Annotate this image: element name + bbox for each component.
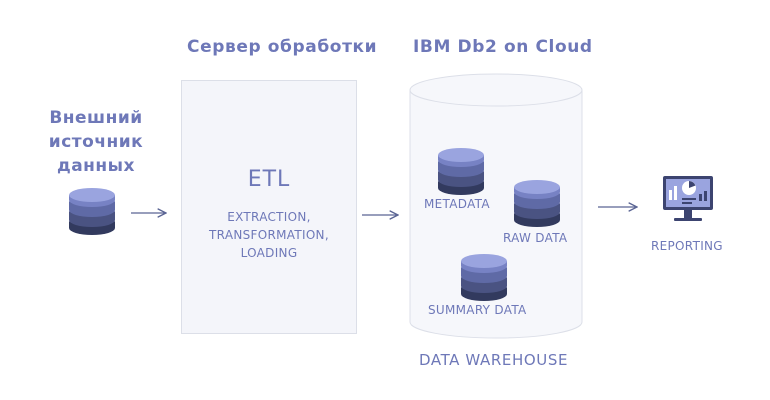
source-database-icon (69, 188, 115, 235)
source-title-line: источник (48, 132, 144, 152)
server-header: Сервер обработки (187, 37, 378, 57)
source-title-line: данных (56, 156, 136, 176)
etl-line: EXTRACTION, (227, 210, 311, 224)
etl-description: EXTRACTION, TRANSFORMATION, LOADING (181, 208, 357, 262)
etl-title: ETL (247, 167, 291, 192)
raw-data-label: RAW DATA (503, 231, 568, 245)
raw-data-database-icon (514, 180, 560, 227)
reporting-label: REPORTING (651, 239, 723, 253)
summary-data-database-icon (461, 254, 507, 301)
metadata-database-icon (438, 148, 484, 195)
etl-line: LOADING (240, 246, 298, 260)
summary-data-label: SUMMARY DATA (428, 303, 527, 317)
data-warehouse-label: DATA WAREHOUSE (419, 351, 569, 369)
source-title-line: Внешний (49, 108, 143, 128)
cloud-header: IBM Db2 on Cloud (413, 37, 593, 57)
processing-server-box (181, 80, 357, 334)
etl-line: TRANSFORMATION, (209, 228, 329, 242)
monitor-dashboard-icon (663, 176, 713, 221)
metadata-label: METADATA (424, 197, 490, 211)
source-title: Внешний источник данных (30, 106, 162, 178)
